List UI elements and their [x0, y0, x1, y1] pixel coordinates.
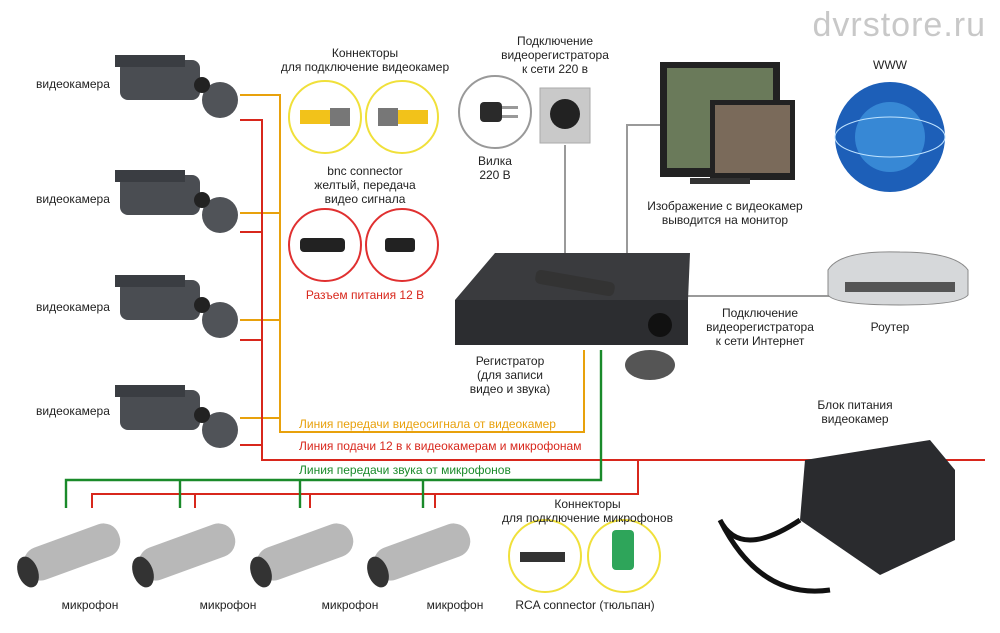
monitor-caption-line: выводится на монитор	[661, 213, 789, 227]
audio-line-label: Линия передачи звука от микрофонов	[299, 463, 511, 477]
globe-icon	[834, 82, 946, 192]
microphone-3	[250, 523, 354, 588]
microphone-label: микрофон	[426, 598, 484, 612]
power-line	[91, 119, 985, 508]
internet-caption: Подключение видеорегистратора к сети Инт…	[695, 306, 825, 348]
rca-title: Коннекторы для подключение микрофонов	[500, 497, 675, 525]
bnc-caption-line: bnc connector	[327, 164, 403, 178]
plug-caption-line: Вилка	[478, 154, 512, 168]
camera-3	[115, 275, 238, 338]
camera-1	[115, 55, 238, 118]
cameras	[115, 55, 238, 448]
router	[827, 251, 969, 306]
monitors	[660, 62, 795, 184]
psu-caption: Блок питания видеокамер	[800, 398, 910, 426]
bnc-caption-line: видео сигнала	[324, 192, 406, 206]
monitor-caption-line: Изображение с видеокамер	[647, 199, 803, 213]
microphone-2	[132, 523, 236, 588]
wall-socket	[539, 87, 591, 144]
mains-title: Подключение видеорегистратора к сети 220…	[490, 34, 620, 76]
audio-line	[64, 350, 603, 508]
internet-caption-line: видеорегистратора	[706, 320, 814, 334]
microphones	[17, 523, 471, 588]
psu-caption-line: Блок питания	[817, 398, 893, 412]
mains-title-line: Подключение	[516, 34, 594, 48]
internet-caption-line: Подключение	[721, 306, 799, 320]
www-label: WWW	[873, 58, 907, 72]
power-connector-label: Разъем питания 12 В	[305, 288, 425, 302]
dvr-caption: Регистратор (для записи видео и звука)	[455, 354, 565, 396]
power-line-label: Линия подачи 12 в к видеокамерам и микро…	[299, 439, 582, 453]
microphone-1	[17, 523, 121, 588]
plug-caption: Вилка 220 В	[460, 154, 530, 182]
monitor-wire	[626, 124, 660, 255]
microphone-label: микрофон	[61, 598, 119, 612]
rca-title-line: для подключение микрофонов	[502, 511, 673, 525]
microphone-label: микрофон	[321, 598, 379, 612]
camera-4	[115, 385, 238, 448]
microphone-label: микрофон	[199, 598, 257, 612]
mains-title-line: к сети 220 в	[521, 62, 589, 76]
bnc-caption: bnc connector желтый, передача видео сиг…	[300, 164, 430, 206]
video-line	[240, 94, 585, 433]
bnc-caption-line: желтый, передача	[314, 178, 416, 192]
dvr-recorder	[455, 253, 690, 380]
camera-2	[115, 170, 238, 233]
internet-caption-line: к сети Интернет	[715, 334, 805, 348]
camera-label: видеокамера	[36, 300, 110, 314]
dvr-caption-line: видео и звука)	[469, 382, 551, 396]
microphone-4	[367, 523, 471, 588]
mains-title-line: видеорегистратора	[501, 48, 609, 62]
dvr-caption-line: (для записи	[477, 368, 543, 382]
video-line-label: Линия передачи видеосигнала от видеокаме…	[299, 417, 556, 431]
bnc-title-line: для подключение видеокамер	[280, 60, 450, 74]
monitor-caption: Изображение с видеокамер выводится на мо…	[635, 199, 815, 227]
camera-label: видеокамера	[36, 77, 110, 91]
brand-watermark: dvrstore.ru	[812, 6, 986, 44]
connector-glyphs	[300, 102, 634, 570]
rca-caption: RCA connector (тюльпан)	[515, 598, 655, 612]
camera-label: видеокамера	[36, 404, 110, 418]
power-supply	[717, 440, 955, 594]
dvr-caption-line: Регистратор	[475, 354, 545, 368]
bnc-title: Коннекторы для подключение видеокамер	[280, 46, 450, 74]
router-label: Роутер	[870, 320, 910, 334]
plug-caption-line: 220 В	[479, 168, 511, 182]
camera-label: видеокамера	[36, 192, 110, 206]
rca-title-line: Коннекторы	[554, 497, 621, 511]
psu-caption-line: видеокамер	[821, 412, 889, 426]
bnc-title-line: Коннекторы	[331, 46, 399, 60]
